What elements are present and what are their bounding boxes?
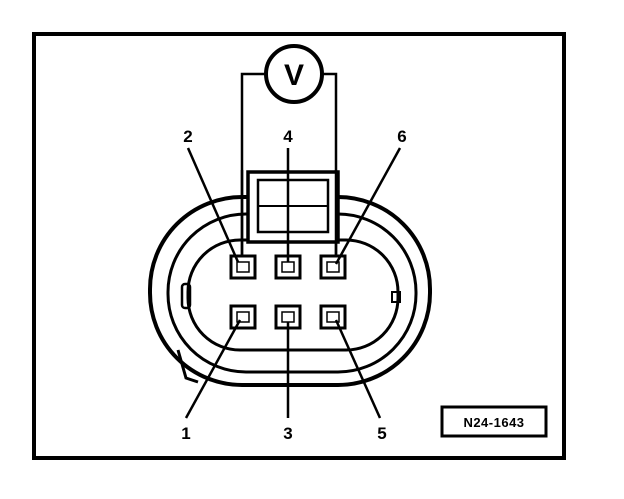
locking-tab	[246, 170, 340, 244]
pin-label-5: 5	[377, 424, 386, 443]
leader-pin-6	[334, 147, 402, 265]
leader-pin-1	[184, 319, 242, 419]
reference-code-box: N24-1643	[440, 405, 548, 438]
housing-foot	[176, 349, 199, 384]
pin-5-contact	[326, 311, 340, 323]
pin-label-4: 4	[283, 127, 293, 146]
meter-wires-top	[240, 170, 338, 262]
pin-label-2: 2	[183, 127, 192, 146]
voltmeter-symbol: V	[284, 59, 304, 92]
leader-pin-5	[334, 319, 382, 419]
pin-label-6: 6	[397, 127, 406, 146]
pin-2-contact	[236, 261, 250, 273]
pin-3-contact	[281, 311, 295, 323]
pin-labels: 2 4 6 1 3 5	[181, 127, 406, 443]
voltmeter-circle	[264, 44, 324, 104]
voltmeter-icon: V	[264, 44, 324, 104]
pin-6-contact	[326, 261, 340, 273]
housing-right-notch	[391, 291, 401, 303]
leader-pin-2	[186, 147, 240, 263]
reference-code: N24-1643	[463, 415, 524, 430]
diagram-frame	[32, 32, 566, 460]
pin-terminals	[229, 254, 347, 330]
pin-leader-lines	[184, 147, 402, 419]
housing-side-notch	[180, 282, 192, 310]
pin-4-contact	[281, 261, 295, 273]
pin-1-contact	[236, 311, 250, 323]
reference-code-border	[440, 405, 548, 438]
pin-label-3: 3	[283, 424, 292, 443]
pin-label-1: 1	[181, 424, 190, 443]
